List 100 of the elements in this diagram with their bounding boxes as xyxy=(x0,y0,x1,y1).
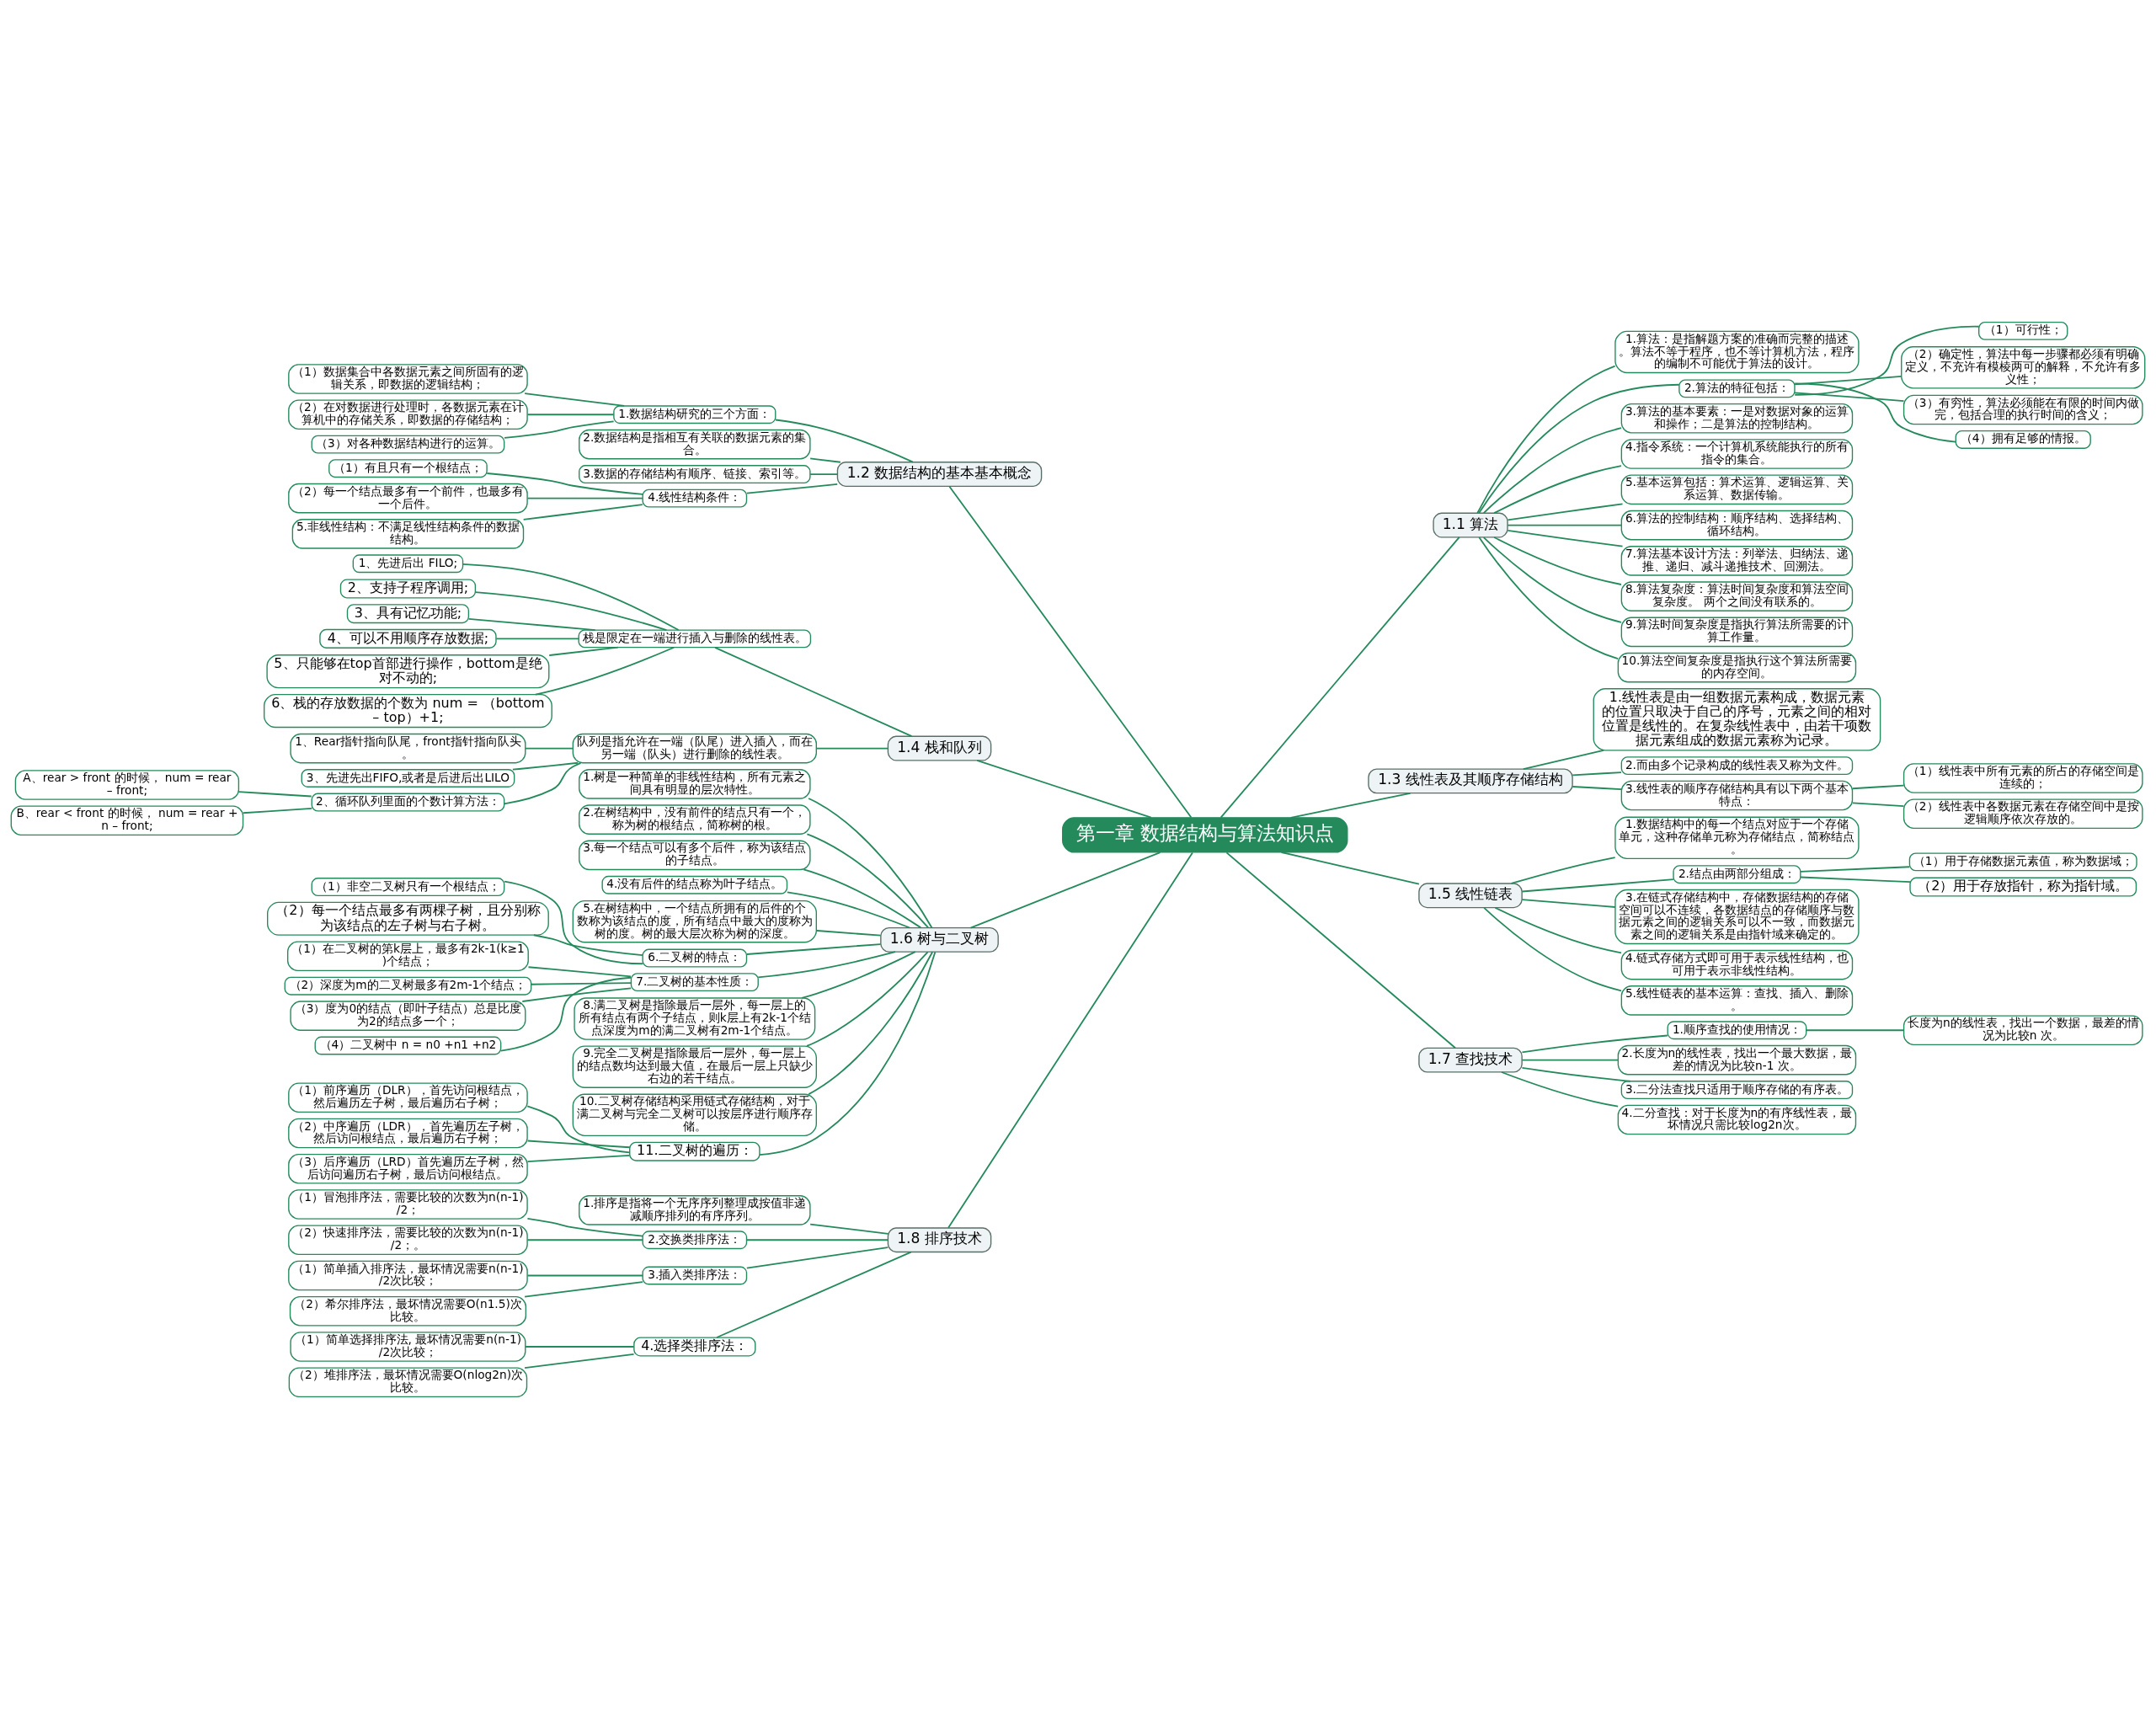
node-box: 2.数据结构是指相互有关联的数据元素的集合。 xyxy=(579,429,811,460)
node-box: A、rear > front 的时候， num = rear – front; xyxy=(14,770,240,800)
connector xyxy=(1521,1067,1631,1082)
node-box: 5.非线性结构：不满足线性结构条件的数据结构。 xyxy=(291,519,525,549)
connector xyxy=(745,483,839,494)
node-box: 4.链式存储方式即可用于表示线性结构，也可用于表示非线性结构。 xyxy=(1620,949,1854,980)
node-box: 10.二叉树存储结构采用链式存储结构，对于满二叉树与完全二叉树可以按层序进行顺序存储。 xyxy=(572,1093,817,1136)
node-box: （3）对各种数据结构进行的运算。 xyxy=(311,435,505,454)
connector xyxy=(499,976,632,1052)
connector xyxy=(526,1140,631,1149)
node-box: 3.插入类排序法： xyxy=(642,1266,748,1285)
connector xyxy=(786,891,911,929)
connector xyxy=(808,951,934,1095)
node-box: （4）拥有足够的情报。 xyxy=(1955,430,2091,449)
node-box: 5.在树结构中，一个结点所拥有的后件的个数称为该结点的度，所有结点中最大的度称为树的度。树的最大层次称为树的深度。 xyxy=(572,900,817,943)
connector xyxy=(242,808,313,814)
connector xyxy=(531,982,632,985)
connector xyxy=(1794,325,1980,396)
node-box: 1、先进后出 FILO; xyxy=(352,554,464,574)
connector xyxy=(524,392,626,407)
node-box: （2）确定性，算法中每一步骤都必须有明确定义，不充许有模棱两可的解释，不允许有多义性； xyxy=(1901,346,2146,389)
node-box: （2）希尔排序法，最坏情况需要O(n1.5)次比较。 xyxy=(289,1295,527,1327)
connector xyxy=(526,497,643,499)
connector xyxy=(521,987,632,1002)
connector xyxy=(1482,537,1622,623)
node-box: 第一章 数据结构与算法知识点 xyxy=(1062,817,1348,853)
connector xyxy=(808,798,933,929)
node-box: 7.二叉树的基本性质： xyxy=(630,973,759,992)
connector xyxy=(948,485,1193,819)
node-box: （1）有且只有一个根结点； xyxy=(328,459,488,478)
connector xyxy=(504,880,644,965)
node-box: 4.选择类排序法： xyxy=(633,1337,756,1357)
node-box: 6.算法的控制结构：顺序结构、选择结构、循环结构。 xyxy=(1620,510,1854,541)
connector xyxy=(806,951,929,1047)
node-box: 队列是指允许在一端（队尾）进入插入，而在另一端（队头）进行删除的线性表。 xyxy=(572,733,817,764)
node-box: 2.交换类排序法： xyxy=(642,1231,748,1250)
connector xyxy=(526,1218,644,1237)
connector xyxy=(1794,376,1903,386)
node-box: 9.算法时间复杂度是指执行算法所需要的计算工作量。 xyxy=(1620,617,1854,648)
node-box: （3）后序遍历（LRD）首先遍历左子树，然后访问遍历右子树，最后访问根结点。 xyxy=(288,1153,528,1184)
node-box: 3.线性表的顺序存储结构具有以下两个基本特点： xyxy=(1620,780,1854,811)
connector xyxy=(947,851,1193,1229)
node-box: （1）非空二叉树只有一个根结点； xyxy=(311,878,505,896)
node-box: 4.指令系统：一个计算机系统能执行的所有指令的集合。 xyxy=(1620,439,1854,469)
node-box: 3.在链式存储结构中，存储数据结构的存储空间可以不连续，各数据结点的存储顺序与数据元素之间的逻辑关系可以不一致，而数据元素之间的逻辑关系是由指针域来确定的。 xyxy=(1614,889,1860,945)
connector xyxy=(716,1251,912,1338)
connector xyxy=(1510,857,1616,884)
node-box: （1）线性表中所有元素的所占的存储空间是连续的； xyxy=(1903,763,2143,793)
connector xyxy=(237,791,312,798)
connector xyxy=(1794,392,1905,402)
connector xyxy=(1521,899,1616,908)
node-box: （2）每一个结点最多有一个前件，也最多有一个后件。 xyxy=(288,483,528,514)
connector xyxy=(1225,851,1456,1049)
connector xyxy=(1483,906,1622,992)
node-box: 5.基本运算包括：算术运算、逻辑运算、关系运算、数据传输。 xyxy=(1620,474,1854,505)
node-box: （1）前序遍历（DLR），首先访问根结点，然后遍历左子树，最后遍历右子树； xyxy=(288,1082,528,1113)
connector xyxy=(522,504,643,521)
connector xyxy=(969,851,1161,929)
node-box: （1）在二叉树的第k层上，最多有2k-1(k≥1)个结点； xyxy=(286,941,529,972)
connector xyxy=(809,1223,889,1235)
connector xyxy=(526,1239,643,1241)
connector xyxy=(809,457,841,463)
connector xyxy=(1289,792,1412,819)
connector xyxy=(803,868,922,929)
connector xyxy=(976,759,1152,819)
node-box: （2）每一个结点最多有两棵子树，且分别称为该结点的左子树与右子树。 xyxy=(267,901,549,936)
node-box: 3.每一个结点可以有多个后件，称为该结点的子结点。 xyxy=(579,840,811,871)
node-box: 8.算法复杂度：算法时间复杂度和算法空间复杂度。 两个之间没有联系的。 xyxy=(1620,581,1854,611)
node-box: 1.7 查找技术 xyxy=(1418,1047,1523,1073)
node-box: 2.而由多个记录构成的线性表又称为文件。 xyxy=(1620,756,1854,776)
node-box: 2、支持子程序调用; xyxy=(339,579,477,599)
connector xyxy=(1521,1059,1620,1061)
connector xyxy=(1794,382,1956,443)
connector xyxy=(511,761,579,771)
node-box: 2.算法的特征包括： xyxy=(1678,379,1796,398)
node-box: 4.没有后件的结点称为叶子结点。 xyxy=(601,875,788,894)
connector xyxy=(809,473,838,475)
node-box: 1.树是一种简单的非线性结构，所有元素之间具有明显的层次特性。 xyxy=(579,769,811,799)
node-box: 11.二叉树的遍历： xyxy=(629,1141,760,1161)
connector xyxy=(1800,876,1911,884)
node-box: （3）度为0的结点（即叶子结点）总是比度为2的结点多一个； xyxy=(290,1001,526,1031)
connector xyxy=(1507,529,1624,547)
node-box: 1.数据结构研究的三个方面： xyxy=(613,405,776,424)
node-box: 1.6 树与二叉树 xyxy=(880,926,999,953)
node-box: （2）深度为m的二叉树最多有2m-1个结点； xyxy=(284,976,532,996)
connector xyxy=(1482,427,1622,514)
connector xyxy=(1521,878,1674,893)
connector xyxy=(1280,851,1420,885)
node-box: （2）用于存放指针，称为指针域。 xyxy=(1909,877,2137,897)
node-box: （2）线性表中各数据元素在存储空间中是按逻辑顺序依次存放的。 xyxy=(1903,798,2143,830)
connector xyxy=(1851,784,1905,790)
connector xyxy=(745,1239,889,1241)
node-box: 1.排序是指将一个无序序列整理成按值非递减顺序排列的有序序列。 xyxy=(579,1195,811,1225)
node-box: （1）冒泡排序法，需要比较的次数为n(n-1)/2； xyxy=(288,1189,528,1220)
node-box: 6.二叉树的特点： xyxy=(642,948,748,968)
node-box: 4.二分查找：对于长度为n的有序线性表，最坏情况只需比较log2n次。 xyxy=(1617,1104,1857,1135)
node-box: 1.算法：是指解题方案的准确而完整的描述。算法不等于程序，也不等计算机方法，程序的编制不可能优于算法的设计。 xyxy=(1614,330,1860,374)
node-box: （2）快速排序法，需要比较的次数为n(n-1)/2；。 xyxy=(288,1225,528,1256)
node-box: （1）用于存储数据元素值，称为数据域； xyxy=(1908,852,2137,872)
connector xyxy=(1501,1071,1620,1108)
